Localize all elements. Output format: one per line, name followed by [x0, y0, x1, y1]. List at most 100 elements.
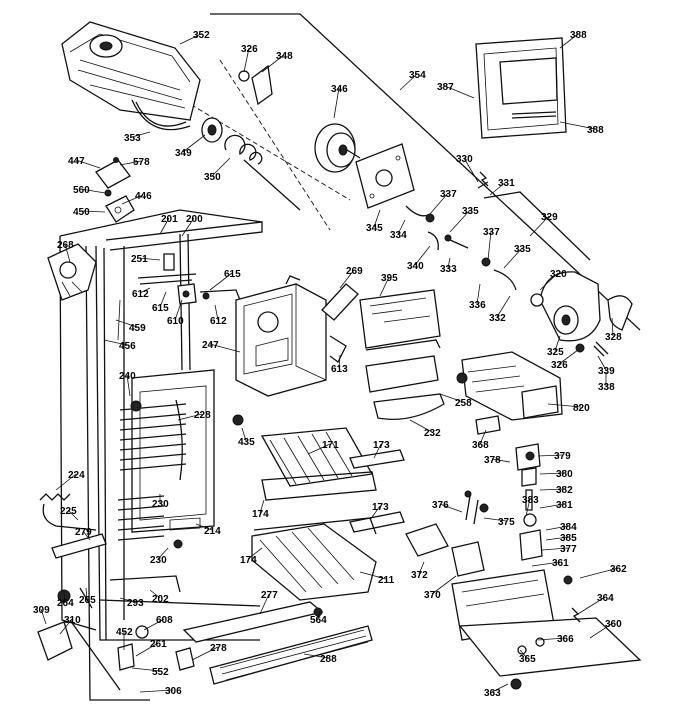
part-label-365: 365 [519, 654, 536, 665]
leader-line-310 [59, 618, 73, 635]
leader-line-336 [476, 283, 481, 305]
part-label-340: 340 [407, 261, 424, 272]
part-label-326b: 326 [551, 360, 568, 371]
part-label-368: 368 [472, 440, 489, 451]
part-label-335b: 335 [514, 244, 531, 255]
leader-line-277 [259, 593, 270, 615]
leader-line-349 [182, 134, 206, 153]
part-label-232: 232 [424, 428, 441, 439]
leader-line-346 [333, 87, 340, 119]
leader-line-258 [439, 393, 464, 403]
part-label-332: 332 [489, 313, 506, 324]
leader-line-352 [179, 33, 202, 45]
leader-line-377 [541, 547, 569, 551]
leader-line-265 [85, 587, 88, 600]
leader-line-395 [379, 276, 390, 297]
leader-line-174a [259, 499, 265, 514]
leader-line-268a [64, 243, 71, 263]
part-label-378: 378 [484, 455, 501, 466]
part-label-279: 279 [75, 527, 92, 538]
leader-line-214 [195, 523, 213, 531]
part-label-615b: 615 [152, 303, 169, 314]
part-label-333: 333 [440, 264, 457, 275]
part-label-377: 377 [560, 544, 577, 555]
leader-line-224 [55, 473, 77, 491]
leader-line-326a [243, 47, 250, 73]
ice-bucket [61, 21, 201, 131]
part-label-612a: 612 [132, 289, 149, 300]
part-label-447: 447 [68, 156, 85, 167]
part-label-261: 261 [150, 639, 167, 650]
leader-line-345 [373, 209, 381, 228]
cabinet-liner [59, 209, 263, 701]
part-label-388a: 388 [570, 30, 587, 41]
part-label-225: 225 [60, 506, 77, 517]
part-label-382: 382 [556, 485, 573, 496]
part-label-564: 564 [310, 615, 327, 626]
leader-line-378 [491, 458, 511, 463]
part-label-452: 452 [116, 627, 133, 638]
part-label-240: 240 [119, 371, 136, 382]
part-label-335a: 335 [462, 206, 479, 217]
part-label-174a: 174 [252, 509, 269, 520]
part-label-200: 200 [186, 214, 203, 225]
leader-line-380 [539, 472, 565, 475]
leader-line-612a [139, 287, 151, 294]
part-label-613: 613 [331, 364, 348, 375]
leader-line-288 [303, 653, 329, 659]
part-label-348: 348 [276, 51, 293, 62]
leader-line-608 [143, 618, 165, 631]
bottom-rails [37, 587, 373, 685]
leader-line-372 [418, 561, 425, 575]
part-label-337b: 337 [483, 227, 500, 238]
separator-lines [149, 13, 641, 331]
control-housing [235, 275, 347, 397]
part-label-330: 330 [456, 154, 473, 165]
part-label-384: 384 [560, 522, 577, 533]
leader-line-211 [359, 571, 387, 580]
part-label-339: 339 [598, 366, 615, 377]
auger-parts [201, 64, 361, 211]
leader-line-820 [547, 403, 582, 408]
part-label-376: 376 [432, 500, 449, 511]
leader-line-320 [539, 272, 559, 291]
leader-line-383 [525, 498, 531, 517]
part-label-214: 214 [204, 526, 221, 537]
leader-line-363 [491, 683, 509, 693]
part-label-265: 265 [79, 595, 96, 606]
part-label-395: 395 [381, 273, 398, 284]
leader-line-560 [80, 188, 106, 194]
part-label-174b: 174 [240, 555, 257, 566]
leader-line-552 [131, 667, 161, 672]
leader-line-202 [149, 589, 161, 599]
leader-line-375 [483, 517, 507, 522]
leader-line-225 [67, 509, 79, 521]
part-label-456: 456 [119, 341, 136, 352]
leader-line-353 [131, 131, 151, 138]
part-label-173b: 173 [372, 502, 389, 513]
part-label-230b: 230 [150, 555, 167, 566]
leader-line-230b [157, 547, 169, 560]
leader-line-388b [559, 121, 596, 130]
part-label-352: 352 [193, 30, 210, 41]
leader-line-376 [439, 503, 463, 513]
part-label-310: 310 [64, 615, 81, 626]
leader-line-360 [589, 622, 614, 639]
part-label-277: 277 [261, 590, 278, 601]
part-label-372: 372 [411, 570, 428, 581]
part-label-387: 387 [437, 82, 454, 93]
light-socket [47, 243, 241, 305]
leader-line-379 [537, 454, 563, 457]
leader-lines [40, 33, 619, 693]
leader-line-564 [317, 611, 321, 620]
motor-bracket [355, 143, 591, 291]
leader-line-364 [577, 596, 606, 615]
part-label-331: 331 [498, 178, 515, 189]
leader-line-325 [554, 335, 561, 352]
part-label-320: 320 [550, 269, 567, 280]
leader-line-354 [399, 73, 418, 91]
leader-line-264 [63, 591, 66, 603]
part-label-173a: 173 [373, 440, 390, 451]
leader-line-335a [449, 209, 471, 233]
leader-line-337b [487, 230, 492, 261]
